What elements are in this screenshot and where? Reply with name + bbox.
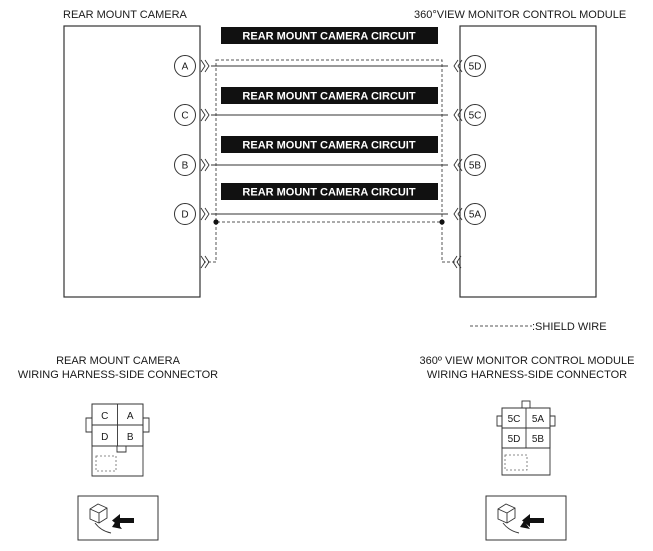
left-view-direction-icon — [77, 495, 159, 541]
circuit-label-band — [221, 27, 438, 44]
right-pin-circle — [464, 154, 486, 176]
right-connector-cell: 5A — [532, 414, 545, 425]
left-pin-label: A — [182, 62, 189, 73]
right-pin-label: 5B — [469, 161, 482, 172]
right-connector-cell: 5B — [532, 434, 545, 445]
left-connector-title-line2: WIRING HARNESS-SIDE CONNECTOR — [18, 369, 218, 381]
left-pin-circle — [174, 55, 196, 77]
shield-wire-legend-label: :SHIELD WIRE — [532, 321, 607, 333]
connector-chevron-icon — [453, 59, 463, 73]
left-pin-circle — [174, 203, 196, 225]
shield-drain-right — [441, 222, 458, 263]
connector-chevron-icon — [453, 158, 463, 172]
connector-chevron-icon — [200, 59, 210, 73]
right-connector-cell: 5D — [508, 434, 521, 445]
right-connector-face: 5C 5A 5D 5B — [496, 400, 556, 476]
right-pin-label: 5A — [469, 210, 482, 221]
connector-chevron-icon — [200, 108, 210, 122]
circuit-label-band — [221, 183, 438, 200]
circuit-label: REAR MOUNT CAMERA CIRCUIT — [242, 187, 415, 199]
right-pin-circle — [464, 203, 486, 225]
shield-drain-left — [204, 222, 217, 263]
right-connector-title-line2: WIRING HARNESS-SIDE CONNECTOR — [427, 369, 627, 381]
circuit-row: REAR MOUNT CAMERA CIRCUIT C 5C — [174, 87, 486, 126]
left-pin-circle — [174, 154, 196, 176]
connector-chevron-icon — [453, 207, 463, 221]
left-pin-label: D — [181, 210, 188, 221]
left-pin-circle — [174, 104, 196, 126]
left-connector-title-line1: REAR MOUNT CAMERA — [56, 355, 181, 367]
left-pin-label: B — [182, 161, 189, 172]
right-connector-cell: 5C — [508, 414, 521, 425]
shield-ground-left-icon — [200, 255, 210, 269]
shield-wire-outline — [215, 59, 443, 223]
right-pin-circle — [464, 55, 486, 77]
connector-chevron-icon — [200, 158, 210, 172]
shield-ground-right-icon — [452, 255, 462, 269]
right-view-direction-icon — [485, 495, 567, 541]
circuit-label-band — [221, 136, 438, 153]
right-pin-label: 5C — [469, 111, 482, 122]
left-connector-cell: A — [127, 411, 134, 422]
left-connector-cell: D — [101, 432, 108, 443]
circuit-label-band — [221, 87, 438, 104]
right-pin-label: 5D — [469, 62, 482, 73]
left-connector-cell: B — [127, 432, 134, 443]
circuit-label: REAR MOUNT CAMERA CIRCUIT — [242, 31, 415, 43]
circuit-label: REAR MOUNT CAMERA CIRCUIT — [242, 140, 415, 152]
circuit-label: REAR MOUNT CAMERA CIRCUIT — [242, 91, 415, 103]
left-pin-label: C — [181, 111, 188, 122]
left-connector-cell: C — [101, 411, 108, 422]
right-connector-title-line1: 360º VIEW MONITOR CONTROL MODULE — [420, 355, 635, 367]
circuit-row: REAR MOUNT CAMERA CIRCUIT A 5D — [174, 27, 486, 77]
left-connector-face: C A D B — [85, 403, 150, 477]
left-component-title: REAR MOUNT CAMERA — [63, 9, 188, 21]
connector-chevron-icon — [453, 108, 463, 122]
right-component-title: 360°VIEW MONITOR CONTROL MODULE — [414, 9, 626, 21]
right-pin-circle — [464, 104, 486, 126]
circuit-row: REAR MOUNT CAMERA CIRCUIT D 5A — [174, 183, 486, 225]
connector-chevron-icon — [200, 207, 210, 221]
shield-junction-dot — [213, 219, 219, 225]
circuit-row: REAR MOUNT CAMERA CIRCUIT B 5B — [174, 136, 486, 176]
shield-junction-dot — [439, 219, 445, 225]
